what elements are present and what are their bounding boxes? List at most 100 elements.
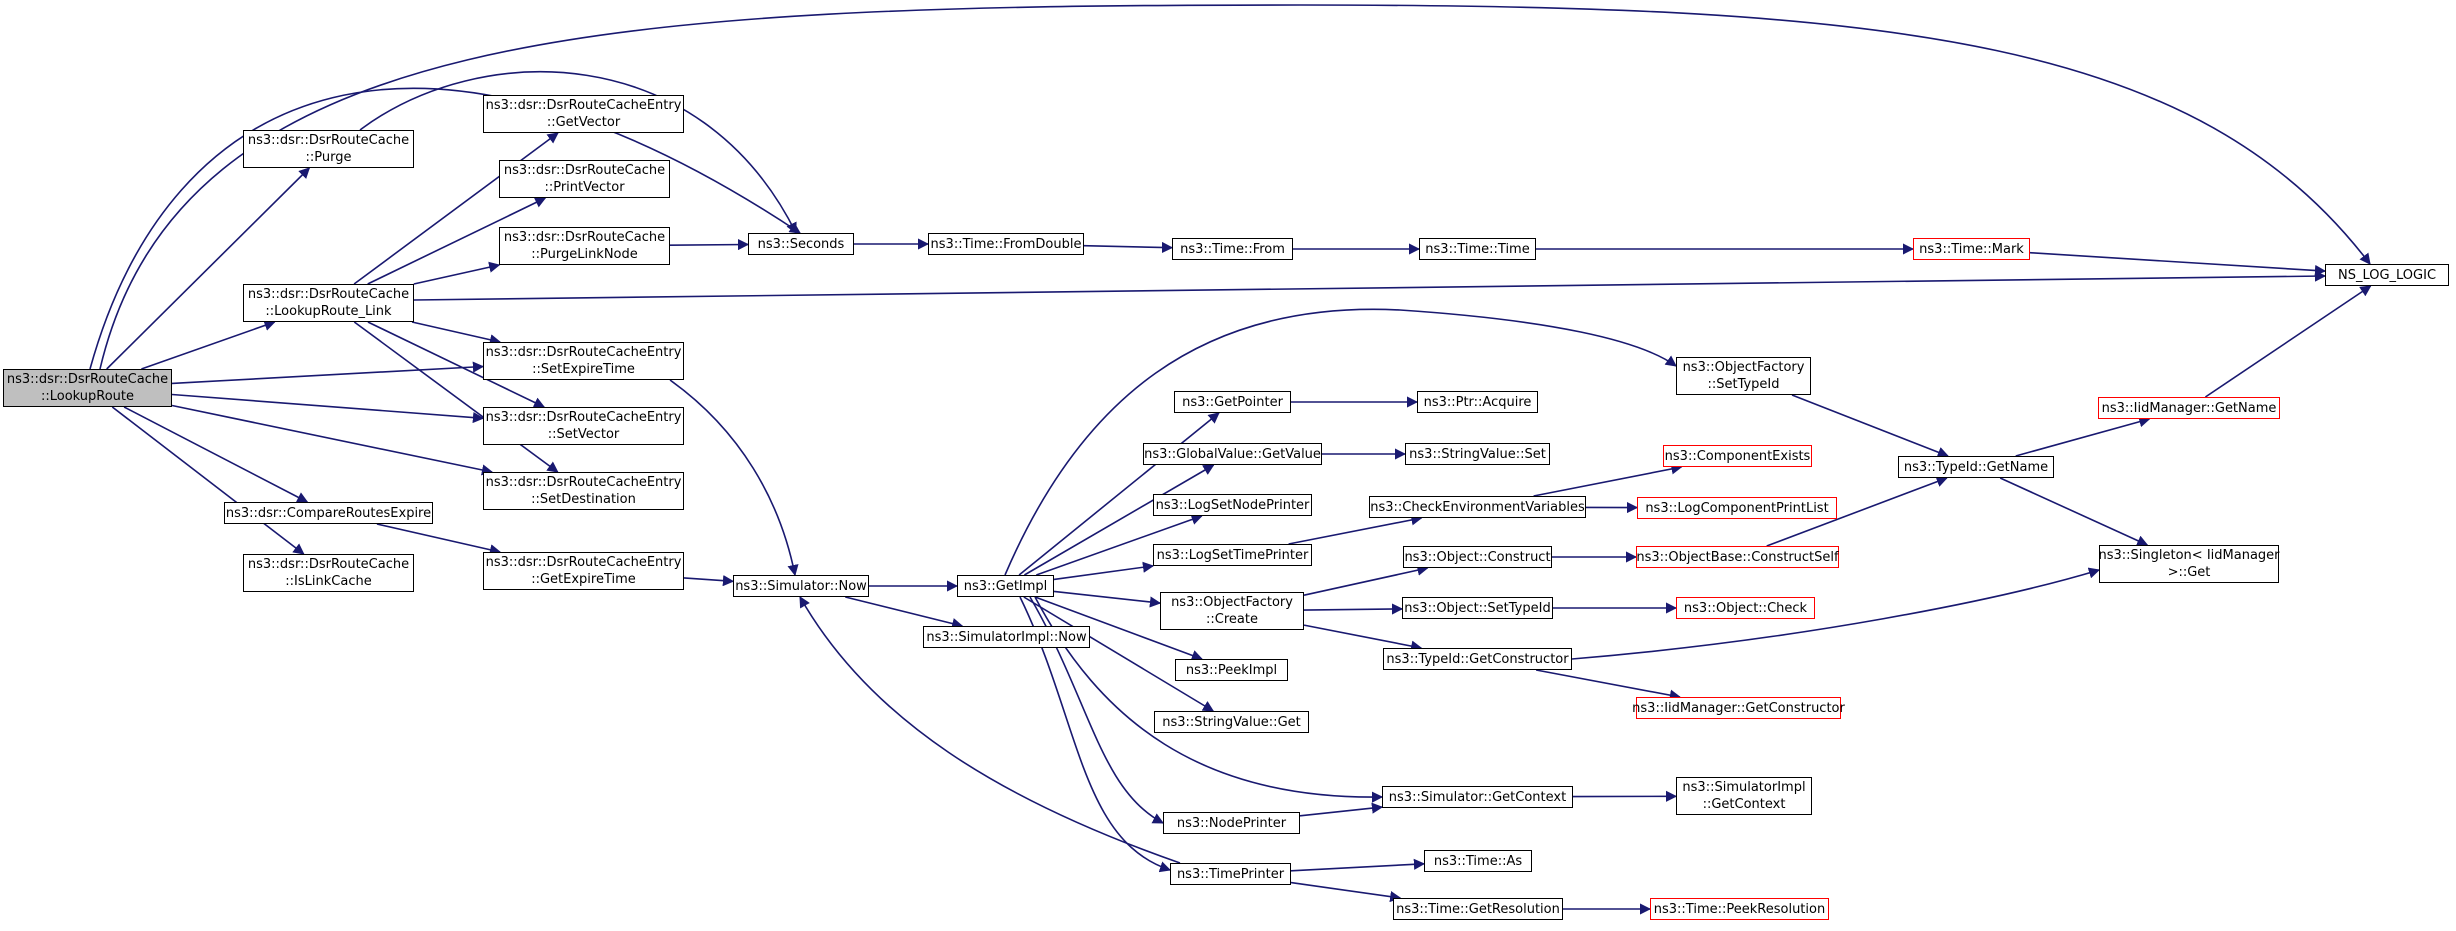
- call-edge: [1023, 464, 1215, 576]
- call-edge: [367, 197, 547, 285]
- node-objectfactory-settypeid[interactable]: ns3::ObjectFactory::SetTypeId: [1676, 357, 1811, 395]
- node-label-line: ns3::Simulator::GetContext: [1388, 789, 1567, 805]
- call-edge: [171, 361, 485, 385]
- node-label-line: ns3::Time::From: [1180, 241, 1285, 257]
- node-label-line: ns3::TypeId::GetName: [1903, 459, 2049, 475]
- node-label-line: ns3::dsr::DsrRouteCache: [6, 372, 169, 387]
- node-label-line: ns3::Time::PeekResolution: [1653, 901, 1826, 917]
- node-label-line: ns3::NodePrinter: [1176, 815, 1287, 831]
- node-stringvalue-get[interactable]: ns3::StringValue::Get: [1154, 711, 1309, 733]
- node-label-line: ns3::Time::GetResolution: [1396, 901, 1560, 917]
- call-edge: [111, 406, 305, 555]
- node-label-line: ns3::LogComponentPrintList: [1645, 500, 1829, 516]
- node-label-line: ns3::CheckEnvironmentVariables: [1370, 499, 1585, 515]
- node-globalvalue-getvalue[interactable]: ns3::GlobalValue::GetValue: [1143, 443, 1322, 465]
- node-label-line: ::SetTypeId: [1707, 377, 1780, 392]
- node-seconds[interactable]: ns3::Seconds: [748, 233, 854, 255]
- node-getpointer[interactable]: ns3::GetPointer: [1174, 391, 1291, 413]
- node-typeid-getname[interactable]: ns3::TypeId::GetName: [1898, 456, 2054, 478]
- node-ns-log-logic[interactable]: NS_LOG_LOGIC: [2325, 264, 2449, 286]
- node-getvector[interactable]: ns3::dsr::DsrRouteCacheEntry::GetVector: [483, 95, 684, 133]
- node-getexpiretime[interactable]: ns3::dsr::DsrRouteCacheEntry::GetExpireT…: [483, 552, 684, 590]
- node-timeprinter[interactable]: ns3::TimePrinter: [1170, 863, 1291, 885]
- node-label-line: ns3::ObjectFactory: [1171, 595, 1293, 610]
- node-time-peekresolution[interactable]: ns3::Time::PeekResolution: [1650, 898, 1829, 920]
- node-setdestination[interactable]: ns3::dsr::DsrRouteCacheEntry::SetDestina…: [483, 472, 684, 510]
- call-edge: [411, 321, 502, 346]
- call-edge: [1303, 603, 1404, 615]
- call-edge: [359, 70, 797, 235]
- node-compareroutesexpire[interactable]: ns3::dsr::CompareRoutesExpire: [224, 502, 433, 524]
- node-logsetnodeprinter[interactable]: ns3::LogSetNodePrinter: [1153, 494, 1312, 516]
- node-object-check[interactable]: ns3::Object::Check: [1676, 597, 1815, 619]
- node-time-as[interactable]: ns3::Time::As: [1424, 850, 1532, 872]
- node-printvector[interactable]: ns3::dsr::DsrRouteCache::PrintVector: [499, 160, 670, 198]
- node-label-line: ns3::IidManager::GetName: [2101, 400, 2277, 416]
- call-edge: [1053, 561, 1155, 581]
- node-label-line: ns3::dsr::DsrRouteCacheEntry: [485, 345, 682, 360]
- node-label-line: ns3::StringValue::Set: [1409, 446, 1546, 462]
- node-object-settypeid[interactable]: ns3::Object::SetTypeId: [1402, 597, 1553, 619]
- node-setvector[interactable]: ns3::dsr::DsrRouteCacheEntry::SetVector: [483, 407, 684, 445]
- node-label-line: ns3::dsr::CompareRoutesExpire: [225, 505, 432, 521]
- node-label-line: ns3::Ptr::Acquire: [1423, 394, 1532, 410]
- node-singleton-get[interactable]: ns3::Singleton< IidManager>::Get: [2098, 545, 2280, 583]
- node-objectbase-constructself[interactable]: ns3::ObjectBase::ConstructSelf: [1636, 546, 1839, 568]
- node-objectfactory-create[interactable]: ns3::ObjectFactory::Create: [1160, 592, 1304, 630]
- call-edge: [669, 238, 750, 251]
- node-logsettimeprinter[interactable]: ns3::LogSetTimePrinter: [1153, 544, 1312, 566]
- node-label-line: ns3::GetPointer: [1182, 394, 1283, 410]
- node-label-line: ns3::SimulatorImpl: [1682, 780, 1806, 795]
- node-time-time[interactable]: ns3::Time::Time: [1419, 238, 1536, 260]
- node-label-line: ns3::Singleton< IidManager: [2098, 548, 2280, 563]
- node-islinkcache[interactable]: ns3::dsr::DsrRouteCache::IsLinkCache: [243, 554, 414, 592]
- call-edge: [1299, 802, 1384, 817]
- node-label-line: ns3::ObjectFactory: [1682, 360, 1805, 375]
- node-checkenvvars[interactable]: ns3::CheckEnvironmentVariables: [1369, 496, 1586, 518]
- call-edge: [683, 575, 735, 587]
- call-edge: [1303, 564, 1429, 596]
- node-simulatorimpl-now[interactable]: ns3::SimulatorImpl::Now: [923, 626, 1090, 648]
- node-typeid-getconstructor[interactable]: ns3::TypeId::GetConstructor: [1383, 648, 1572, 670]
- node-label-line: ns3::PeekImpl: [1185, 662, 1278, 678]
- node-setexpiretime[interactable]: ns3::dsr::DsrRouteCacheEntry::SetExpireT…: [483, 342, 684, 380]
- call-edge: [1290, 858, 1426, 872]
- node-iidmanager-getconstructor[interactable]: ns3::IidManager::GetConstructor: [1632, 697, 1845, 719]
- node-label-line: ns3::TimePrinter: [1176, 866, 1285, 882]
- node-ptr-acquire[interactable]: ns3::Ptr::Acquire: [1417, 391, 1538, 413]
- node-stringvalue-set[interactable]: ns3::StringValue::Set: [1405, 443, 1550, 465]
- call-edge: [845, 596, 964, 630]
- call-edge: [1303, 624, 1423, 652]
- node-peekimpl[interactable]: ns3::PeekImpl: [1175, 659, 1288, 681]
- node-fromdouble[interactable]: ns3::Time::FromDouble: [928, 233, 1084, 255]
- node-label-line: ::LookupRoute: [40, 389, 135, 404]
- node-lookuproute-link[interactable]: ns3::dsr::DsrRouteCache::LookupRoute_Lin…: [243, 284, 414, 322]
- node-label-line: ::LookupRoute_Link: [265, 304, 392, 319]
- node-label-line: ns3::dsr::DsrRouteCacheEntry: [485, 98, 682, 113]
- node-time-from[interactable]: ns3::Time::From: [1172, 238, 1293, 260]
- node-purge[interactable]: ns3::dsr::DsrRouteCache::Purge: [243, 130, 414, 168]
- node-label-line: ns3::dsr::DsrRouteCacheEntry: [485, 475, 682, 490]
- node-simulator-getcontext[interactable]: ns3::Simulator::GetContext: [1382, 786, 1573, 808]
- call-edge: [1290, 881, 1402, 903]
- node-time-mark[interactable]: ns3::Time::Mark: [1913, 238, 2030, 260]
- node-getimpl[interactable]: ns3::GetImpl: [957, 575, 1054, 597]
- node-label-line: ::Purge: [305, 150, 352, 165]
- node-label-line: ns3::Time::FromDouble: [930, 236, 1082, 252]
- node-nodeprinter[interactable]: ns3::NodePrinter: [1163, 812, 1300, 834]
- node-simulatorimpl-getcontext[interactable]: ns3::SimulatorImpl::GetContext: [1676, 777, 1812, 815]
- node-purgelinknode[interactable]: ns3::dsr::DsrRouteCache::PurgeLinkNode: [499, 227, 670, 265]
- node-label-line: ns3::dsr::DsrRouteCacheEntry: [485, 410, 682, 425]
- node-object-construct[interactable]: ns3::Object::Construct: [1403, 546, 1552, 568]
- node-logcomponentprintlist[interactable]: ns3::LogComponentPrintList: [1637, 497, 1837, 519]
- node-simulator-now[interactable]: ns3::Simulator::Now: [733, 575, 869, 597]
- call-edge: [171, 393, 485, 424]
- node-iidmanager-getname[interactable]: ns3::IidManager::GetName: [2098, 397, 2280, 419]
- call-edge: [669, 379, 799, 577]
- call-edge: [1036, 514, 1203, 576]
- call-edge: [376, 523, 502, 556]
- call-edge: [1791, 394, 1949, 458]
- node-componentexists[interactable]: ns3::ComponentExists: [1663, 445, 1812, 467]
- node-time-getresolution[interactable]: ns3::Time::GetResolution: [1393, 898, 1563, 920]
- node-label-line: ns3::StringValue::Get: [1162, 714, 1301, 730]
